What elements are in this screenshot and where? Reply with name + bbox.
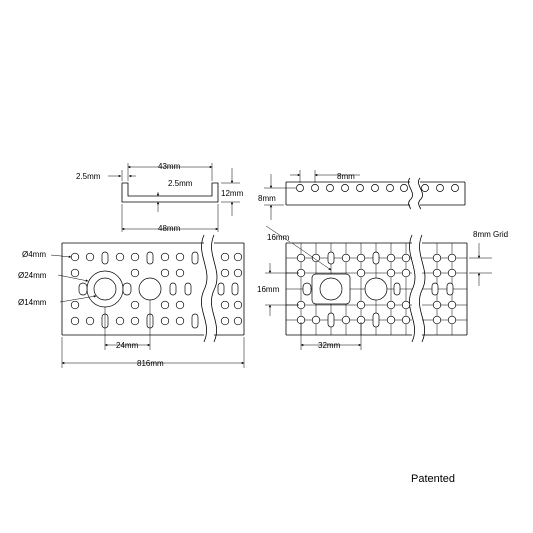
dim-edge-8mm: 8mm — [258, 194, 276, 203]
callout-hole-24mm: Ø24mm — [18, 271, 47, 280]
face-view-right-holes — [296, 251, 457, 328]
dim-floor-2-5mm: 2.5mm — [168, 179, 193, 188]
channel-face-view-right: 16mm 16mm 8mm Grid 32mm — [257, 225, 508, 350]
channel-face-view-left: Ø4mm Ø24mm Ø14mm 24mm 816mm — [18, 234, 245, 368]
dim-wall-2-5mm: 2.5mm — [76, 172, 101, 181]
callout-hole-4mm: Ø4mm — [22, 250, 46, 259]
dim-43mm: 43mm — [158, 162, 181, 171]
u-channel-profile-view: 43mm 2.5mm 2.5mm 12mm 48mm — [76, 162, 244, 233]
dim-8mm-grid: 8mm Grid — [473, 230, 508, 239]
dim-vertical-16mm: 16mm — [257, 285, 280, 294]
side-view-holes — [296, 184, 459, 192]
dim-48mm: 48mm — [158, 224, 181, 233]
dim-32mm: 32mm — [318, 341, 341, 350]
callout-hole-14mm: Ø14mm — [18, 298, 47, 307]
dim-height-12mm: 12mm — [221, 189, 244, 198]
face-view-left-holes — [70, 251, 243, 329]
dim-hole-pitch-8mm: 8mm — [337, 172, 355, 181]
channel-side-view: 8mm 8mm — [258, 170, 466, 220]
dim-24mm: 24mm — [116, 341, 139, 350]
dim-diagonal-16mm: 16mm — [267, 233, 290, 242]
u-channel-profile — [121, 182, 219, 203]
dim-816mm: 816mm — [137, 359, 164, 368]
patent-note: Patented — [411, 473, 455, 485]
